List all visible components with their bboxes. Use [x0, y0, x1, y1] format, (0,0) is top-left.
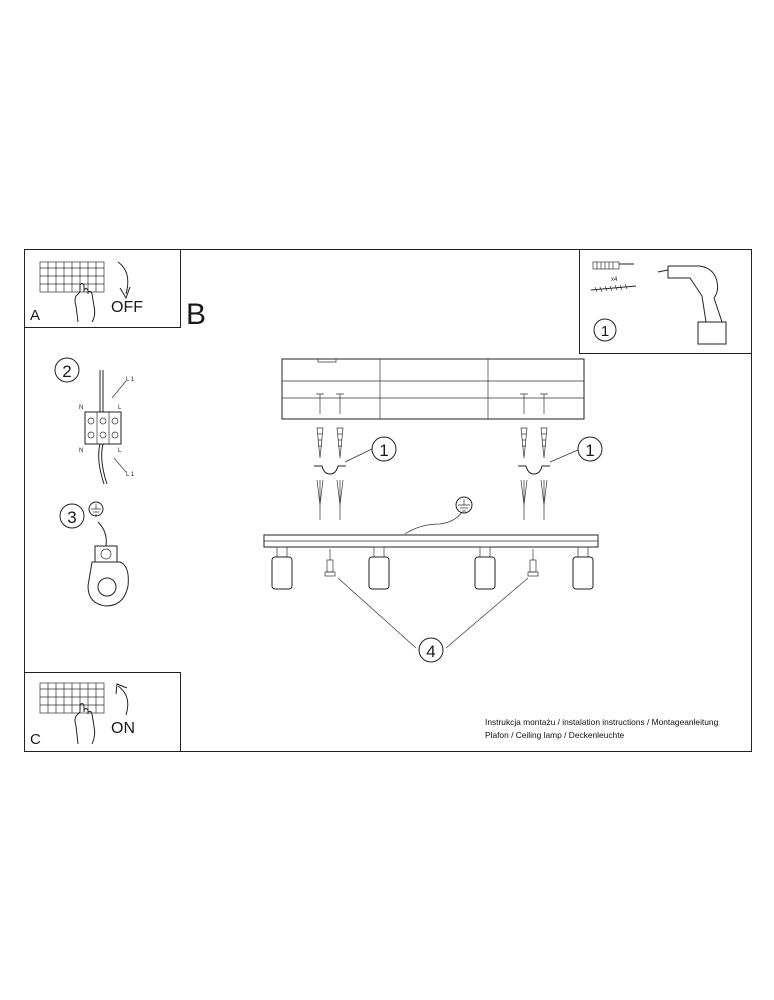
wiring-label-n-bottom: N — [79, 448, 83, 454]
wiring-label-l-top: L — [118, 405, 122, 411]
mounting-left — [314, 393, 346, 520]
wiring-step-number: 2 — [62, 362, 71, 381]
tools-count: x4 — [611, 277, 618, 283]
outer-frame — [24, 249, 752, 752]
terminal-block — [84, 411, 122, 445]
ground-diagram: 3 — [59, 501, 129, 607]
spot-light-3 — [474, 546, 496, 590]
tools-panel: x4 1 — [579, 249, 752, 354]
ground-symbol-icon — [88, 501, 104, 517]
bracket-right-step-circle — [577, 436, 603, 462]
ground-step-circle — [59, 503, 85, 529]
wiring-step-circle — [54, 357, 80, 383]
wall-plug-icon — [592, 261, 634, 270]
hand-icon — [74, 283, 96, 323]
caption-line-2: Plafon / Ceiling lamp / Deckenleuchte — [485, 730, 625, 740]
tools-step-circle — [593, 318, 617, 342]
fixing-screw-left — [324, 549, 336, 577]
panel-c-letter: C — [30, 731, 41, 748]
tools-step-number: 1 — [601, 323, 609, 340]
ceiling — [281, 358, 585, 420]
ground-wire — [404, 496, 473, 535]
panel-c-action: ON — [111, 720, 135, 737]
hand-icon — [74, 703, 96, 745]
panel-a-letter: A — [30, 307, 40, 324]
arrow-down-icon — [117, 261, 131, 300]
screws-step-number: 4 — [426, 642, 435, 661]
wiring-label-n-top: N — [79, 405, 83, 411]
wiring-diagram: 2 L 1 N L N L L 1 — [54, 357, 135, 485]
spot-light-4 — [572, 546, 594, 590]
bracket-callouts: 1 1 — [344, 436, 603, 463]
spot-light-2 — [368, 546, 390, 590]
caption-line-1: Instrukcja montażu / instalation instruc… — [485, 717, 719, 727]
lamp-bar — [263, 534, 599, 548]
panel-a: A OFF — [24, 249, 181, 328]
ground-bracket — [87, 561, 129, 607]
bracket-left-step-number: 1 — [379, 441, 388, 460]
fixing-screw-right — [527, 549, 539, 577]
breaker-box-icon — [39, 261, 105, 293]
wiring-label-l-bottom: L — [118, 448, 122, 454]
panel-a-action: OFF — [111, 299, 143, 316]
wiring-label-l1-top: L 1 — [126, 377, 135, 383]
fixing-screws — [324, 549, 539, 577]
wiring-label-l1-bottom: L 1 — [126, 472, 135, 478]
drill-icon — [657, 265, 727, 345]
mounting-bracket — [314, 465, 346, 475]
breaker-box-icon — [39, 682, 105, 714]
mounting-right — [518, 393, 550, 520]
screws-step-circle — [418, 637, 444, 663]
arrow-up-icon — [115, 683, 129, 716]
spot-lights — [271, 546, 594, 590]
screw-callout: 4 — [337, 577, 529, 663]
mounting-bracket — [518, 465, 550, 475]
spot-light-1 — [271, 546, 293, 590]
screw-icon — [590, 283, 637, 293]
ground-symbol-icon — [455, 496, 473, 514]
bracket-left-step-circle — [371, 436, 397, 462]
bracket-right-step-number: 1 — [585, 441, 594, 460]
panel-b-letter: B — [186, 298, 206, 331]
panel-c: C ON — [24, 672, 181, 752]
ground-step-number: 3 — [67, 508, 76, 527]
